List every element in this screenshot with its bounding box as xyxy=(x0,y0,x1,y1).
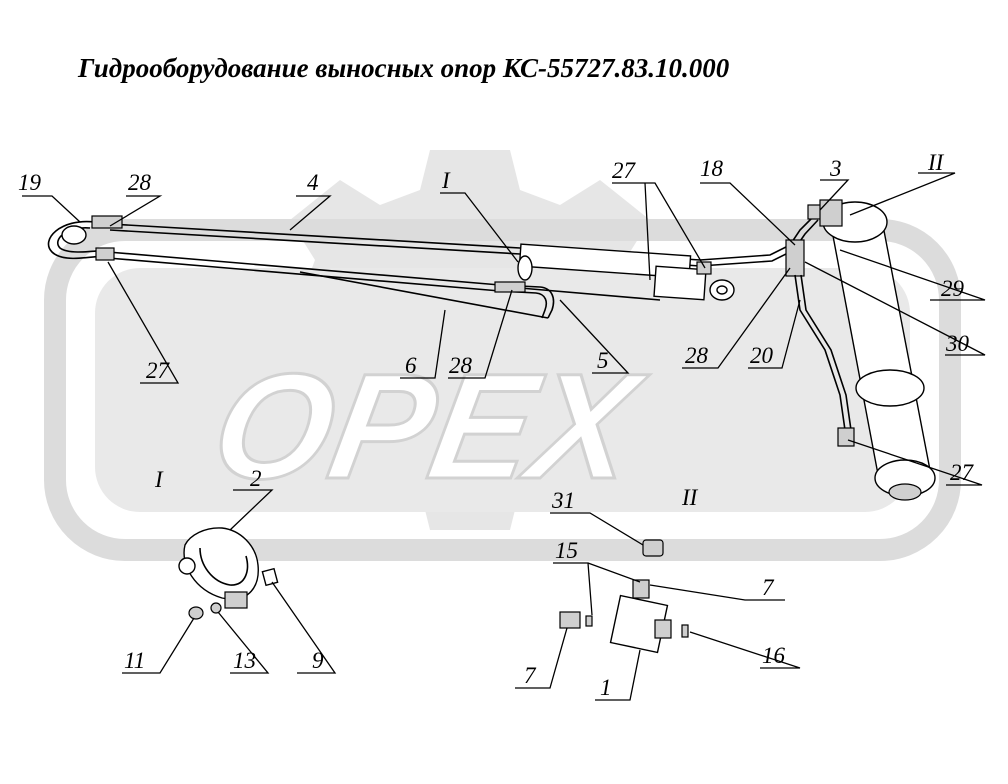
eye-19 xyxy=(61,225,87,245)
callout-view-I: I xyxy=(441,168,451,193)
callout-7-left: 7 xyxy=(524,663,537,688)
bolt-9 xyxy=(261,567,279,587)
callout-31: 31 xyxy=(551,488,575,513)
callout-9: 9 xyxy=(312,648,324,673)
callout-5: 5 xyxy=(597,348,609,373)
callout-19: 19 xyxy=(18,170,42,195)
callout-28-right: 28 xyxy=(685,343,709,368)
callout-27-top: 27 xyxy=(612,158,637,183)
watermark-frame xyxy=(44,219,961,561)
main-callouts: 19 28 4 I 27 18 3 II 29 30 27 6 28 5 28 … xyxy=(18,150,975,485)
pipe-5 xyxy=(299,271,661,319)
callout-30: 30 xyxy=(945,331,970,356)
cylinder-body xyxy=(518,243,692,279)
pipe-loop-left xyxy=(47,220,111,260)
fitting-7 xyxy=(559,611,581,629)
leader-lines xyxy=(22,172,986,486)
callout-3: 3 xyxy=(829,156,842,181)
callout-27-left: 27 xyxy=(146,358,171,383)
callout-20: 20 xyxy=(750,343,774,368)
callout-28-left: 28 xyxy=(128,170,152,195)
watermark-logo: OPEX xyxy=(44,150,961,561)
watermark-text: OPEX xyxy=(202,343,656,511)
detail-I-label: I xyxy=(154,467,164,492)
callout-18: 18 xyxy=(700,156,724,181)
diagram-title: Гидрооборудование выносных опор КС-55727… xyxy=(77,53,730,83)
callout-4: 4 xyxy=(307,170,319,195)
hose-20 xyxy=(794,274,846,431)
clamp-I xyxy=(517,255,533,281)
clamp-band xyxy=(183,527,259,600)
detail-II: II 31 15 7 7 1 16 xyxy=(515,485,801,701)
pipe-6 xyxy=(107,251,555,319)
callout-29: 29 xyxy=(941,276,965,301)
callout-2: 2 xyxy=(250,466,262,491)
fitting-31 xyxy=(642,539,664,557)
callout-view-II: II xyxy=(927,150,945,175)
detail-II-label: II xyxy=(681,485,699,510)
callout-1: 1 xyxy=(600,675,612,700)
callout-27-bottom: 27 xyxy=(950,460,975,485)
nut-11 xyxy=(188,606,204,620)
washer-13 xyxy=(210,602,222,614)
callout-15: 15 xyxy=(555,538,578,563)
callout-7-right: 7 xyxy=(762,575,775,600)
callout-28-mid: 28 xyxy=(449,353,473,378)
callout-13: 13 xyxy=(233,648,256,673)
callout-16: 16 xyxy=(762,643,786,668)
detail-I: I 2 11 13 9 xyxy=(122,466,337,674)
hydraulic-assembly xyxy=(47,199,936,501)
callout-6: 6 xyxy=(405,353,417,378)
callout-11: 11 xyxy=(124,648,145,673)
